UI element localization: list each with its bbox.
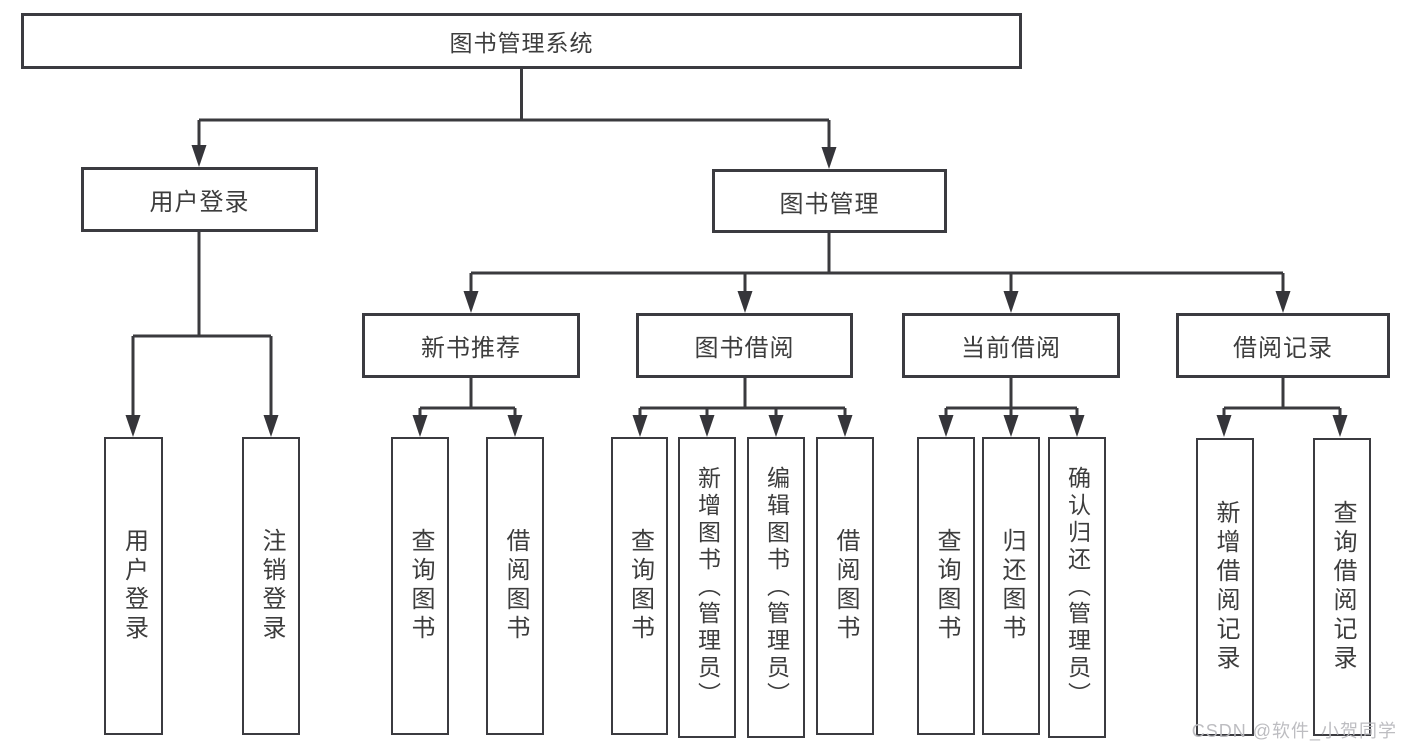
node-book-management-branch: 图书管理	[712, 169, 947, 233]
leaf-borrow-books: 借阅图书	[816, 437, 874, 735]
leaf-add-books-admin: 新增图书（管理员）	[678, 437, 736, 738]
node-book-borrowing: 图书借阅	[636, 313, 853, 378]
leaf-query-books-recommend: 查询图书	[391, 437, 449, 735]
leaf-query-books-borrowing: 查询图书	[611, 437, 668, 735]
leaf-user-login: 用户登录	[104, 437, 163, 735]
leaf-borrow-books-recommend: 借阅图书	[486, 437, 544, 735]
node-current-borrowing: 当前借阅	[902, 313, 1120, 378]
node-user-login-branch: 用户登录	[81, 167, 318, 232]
csdn-watermark: CSDN @软件_小贺同学	[1191, 721, 1397, 741]
leaf-add-borrow-record: 新增借阅记录	[1196, 438, 1254, 736]
leaf-return-books: 归还图书	[982, 437, 1040, 735]
leaf-logout: 注销登录	[242, 437, 300, 735]
node-new-book-recommend: 新书推荐	[362, 313, 580, 378]
leaf-edit-books-admin: 编辑图书（管理员）	[747, 437, 805, 738]
leaf-query-borrow-record: 查询借阅记录	[1313, 438, 1371, 736]
leaf-confirm-return-admin: 确认归还（管理员）	[1048, 437, 1106, 738]
node-system-root: 图书管理系统	[21, 13, 1022, 69]
node-borrowing-records: 借阅记录	[1176, 313, 1390, 378]
leaf-query-books-current: 查询图书	[917, 437, 975, 735]
